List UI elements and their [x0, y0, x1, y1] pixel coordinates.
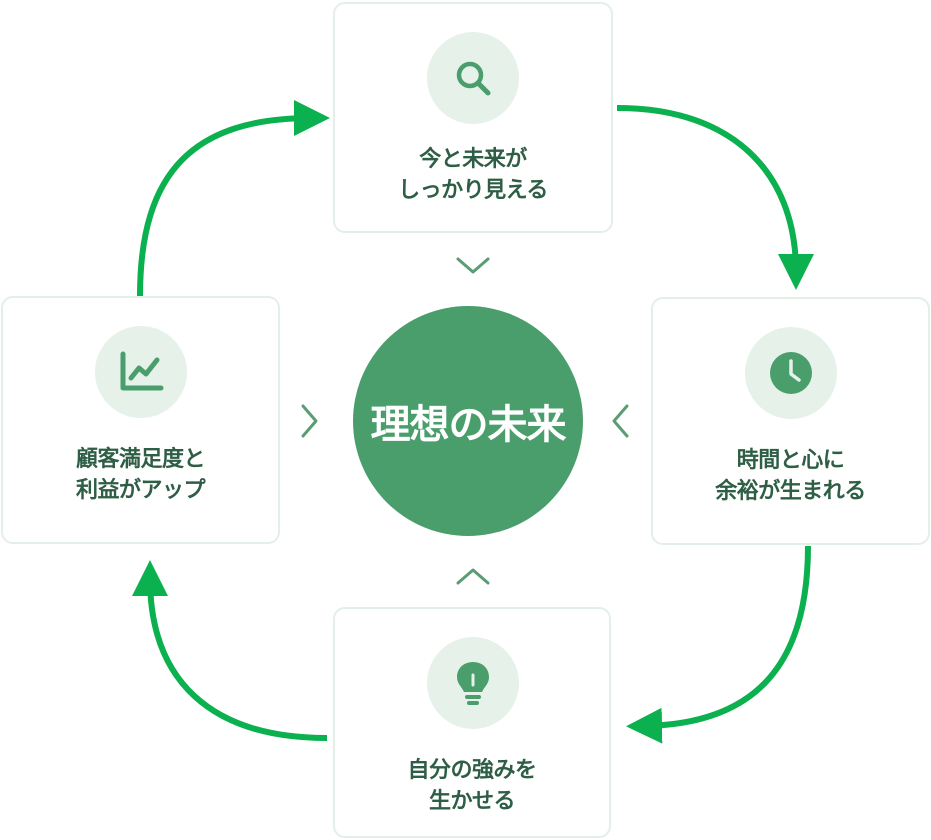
card-right: 時間と心に 余裕が生まれる	[651, 297, 930, 545]
icon-circle	[745, 327, 837, 419]
chevron-right-icon	[301, 404, 318, 438]
card-top: 今と未来が しっかり見える	[333, 2, 613, 233]
line-chart-icon	[120, 351, 164, 391]
clock-icon	[770, 352, 812, 394]
arrow-top-to-right	[616, 105, 814, 290]
lightbulb-icon	[457, 662, 489, 705]
center-circle: 理想の未来	[353, 306, 583, 536]
card-top-label: 今と未来が しっかり見える	[398, 147, 548, 203]
chevron-down-icon	[456, 257, 490, 274]
chevron-left-icon	[612, 404, 629, 438]
center-label: 理想の未来	[370, 402, 567, 448]
arrow-left-to-top	[137, 100, 330, 297]
arrow-right-to-bottom	[626, 545, 811, 744]
icon-circle	[427, 637, 519, 729]
chevron-up-icon	[456, 568, 490, 585]
card-left: 顧客満足度と 利益がアップ	[1, 296, 280, 544]
card-left-label: 顧客満足度と 利益がアップ	[75, 447, 206, 503]
card-bottom: 自分の強みを 生かせる	[333, 607, 611, 838]
icon-circle	[427, 32, 519, 124]
arrow-bottom-to-left	[132, 560, 328, 741]
card-bottom-label: 自分の強みを 生かせる	[407, 758, 537, 814]
card-right-label: 時間と心に 余裕が生まれる	[715, 448, 866, 504]
search-icon	[456, 61, 491, 96]
icon-circle	[95, 326, 187, 418]
